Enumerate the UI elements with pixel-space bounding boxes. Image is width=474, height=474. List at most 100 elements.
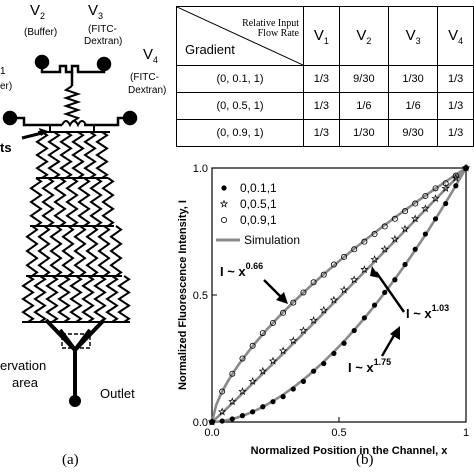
x-tick-label: 0.5 <box>331 427 346 439</box>
y-tick-label: 0.0 <box>193 417 208 429</box>
serpentine-channel <box>49 225 63 277</box>
table-cell: 9/30 <box>338 65 389 93</box>
data-point <box>239 355 246 362</box>
serpentine-channel <box>109 225 123 277</box>
data-point <box>351 327 357 334</box>
data-point <box>402 261 408 268</box>
serpentine-channel <box>105 275 119 323</box>
serpentine-channel <box>25 225 39 277</box>
annotation-label: I ~ x1.03 <box>406 303 449 321</box>
table-cell: 1/6 <box>338 92 389 120</box>
table-row: (0, 0.9, 1) 1/3 1/30 9/30 1/3 <box>176 119 474 147</box>
data-point <box>339 285 349 294</box>
data-point <box>329 295 339 304</box>
y-tick-label: 1.0 <box>193 163 208 175</box>
data-point <box>431 194 440 203</box>
data-point <box>390 234 400 243</box>
data-point <box>392 277 398 283</box>
table-cell: 1/3 <box>437 65 474 93</box>
serpentine-channel <box>61 225 75 277</box>
serpentine-channel <box>85 225 99 277</box>
data-point <box>442 180 449 187</box>
table-cell-gradient: (0, 0.9, 1) <box>176 119 304 147</box>
data-point <box>350 275 359 284</box>
data-point <box>310 279 317 286</box>
serpentine-channel <box>97 225 111 277</box>
inlet-loops <box>38 120 110 133</box>
data-point <box>290 386 296 392</box>
table-cell: 1/6 <box>387 92 439 120</box>
table-row: (0, 0.1, 1) 1/3 9/30 1/30 1/3 <box>176 65 474 93</box>
annotation-arrowhead <box>390 326 400 340</box>
v4-desc-1: (FITC- <box>130 72 159 83</box>
serpentine-channel <box>41 177 55 227</box>
table-cell: 1/30 <box>338 119 389 147</box>
v3-label: V3 <box>88 2 104 21</box>
table-cell: 9/30 <box>387 119 439 147</box>
caption-b: (b) <box>356 452 374 468</box>
serpentine-channel <box>77 177 91 227</box>
serpentine-channel <box>33 275 47 323</box>
mixing-network <box>21 131 131 323</box>
serpentine-channel <box>29 177 43 227</box>
data-point <box>309 315 318 325</box>
serpentine-channel <box>47 131 61 179</box>
data-point <box>341 340 347 346</box>
data-point <box>331 350 337 357</box>
data-point <box>422 231 428 237</box>
caption-a: (a) <box>62 452 79 468</box>
corner-top-label: Relative Input Flow Rate <box>242 18 299 39</box>
buffer-fragment: er) <box>0 81 13 92</box>
serpentine-channel <box>117 275 131 323</box>
x-tick-label: 0.0 <box>204 427 219 439</box>
serpentine-channel <box>101 177 115 227</box>
v1-fragment: 1 <box>0 66 6 77</box>
data-point <box>249 342 256 349</box>
table-cell: 1/30 <box>387 65 439 93</box>
serpentine-channel <box>93 275 107 323</box>
data-point <box>320 271 327 278</box>
x-tick-label: 1 <box>463 427 469 439</box>
data-point <box>300 378 307 384</box>
data-point <box>269 319 276 326</box>
table-header-v4: V4 <box>437 6 474 66</box>
legend-label: 0,0.1,1 <box>240 181 277 195</box>
data-point <box>371 231 378 238</box>
observation-label-1: ervation <box>0 358 47 373</box>
v3-desc-2: Dextran) <box>84 36 123 47</box>
x-axis-label: Normalized Position in the Channel, x <box>251 445 449 457</box>
legend-label: Simulation <box>244 233 300 247</box>
legend-marker <box>221 185 227 191</box>
data-point <box>250 409 256 415</box>
annotation-arrowhead <box>370 266 380 278</box>
data-point <box>248 377 257 385</box>
data-point <box>432 185 439 192</box>
data-point <box>441 183 450 192</box>
data-point <box>380 244 389 253</box>
outlet-port <box>69 395 81 407</box>
serpentine-channel <box>21 275 35 323</box>
data-point <box>452 172 459 179</box>
observation-area-box <box>61 333 91 349</box>
data-point <box>453 183 459 189</box>
data-point <box>432 216 439 222</box>
table-header-v2: V2 <box>338 6 389 66</box>
table-row: (0, 0.5, 1) 1/3 1/6 1/6 1/3 <box>176 92 474 120</box>
y-tick-label: 0.5 <box>193 290 208 302</box>
legend-marker <box>221 217 228 224</box>
table-cell: 1/3 <box>437 92 474 120</box>
v2-label: V2 <box>30 2 46 21</box>
serpentine-channel <box>53 177 67 227</box>
v3-desc-1: (FITC- <box>88 24 117 35</box>
serpentine-channel <box>35 131 49 179</box>
legend-marker <box>219 199 229 208</box>
serpentine-channel <box>45 275 59 323</box>
serpentine-channel <box>95 131 109 179</box>
data-point <box>361 315 367 321</box>
data-point <box>462 165 469 171</box>
serpentine-channel <box>59 131 73 179</box>
data-point <box>268 356 278 365</box>
table-cell: 1/3 <box>303 119 340 147</box>
legend-label: 0,0.9,1 <box>240 213 277 227</box>
